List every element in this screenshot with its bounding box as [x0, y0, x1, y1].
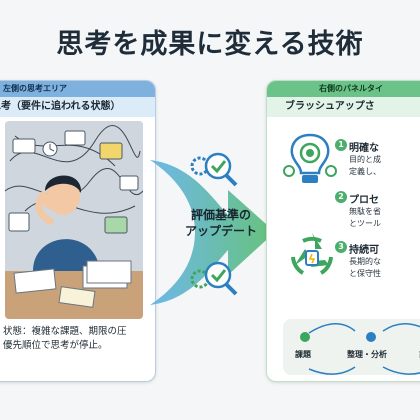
caption-line-2: 優先順位で思考が停止。: [3, 340, 108, 351]
caption-line-1: 状態：複雑な課題、期限の圧: [3, 326, 127, 337]
flow-step-2: 整理・分析: [347, 350, 387, 359]
left-panel-caption: 状態：複雑な課題、期限の圧 優先順位で思考が停止。: [3, 325, 153, 353]
page-title: 思考を成果に変える技術: [56, 29, 364, 60]
item-desc: 長期的な: [349, 257, 381, 266]
left-panel-subtitle: 思考（要件に追われる状態）: [0, 97, 155, 117]
item-heading: プロセ: [349, 195, 379, 206]
gear-check-icon: [188, 148, 240, 192]
item-heading: 明確な: [349, 143, 379, 154]
left-panel: 左側の思考エリア 思考（要件に追われる状態）: [0, 80, 156, 382]
list-item: 2 プロセ 無駄を省 とツール: [335, 191, 420, 230]
recycle-icon: [285, 227, 339, 285]
stressed-person-illustration: [5, 121, 143, 319]
item-number: 3: [335, 241, 347, 253]
flow-step-1: 課題: [295, 350, 311, 359]
right-panel-header: 右側のパネルタイ: [267, 81, 420, 97]
item-desc: 無駄を省: [349, 207, 381, 216]
process-flow: 課題 整理・分析 計画: [283, 319, 420, 375]
center-label: 評価基準の アップデート: [176, 207, 266, 239]
right-panel: 右側のパネルタイ ブラッシュアップさ 1 明確な 目的と成 定義し、 2: [266, 80, 420, 382]
item-number: 2: [335, 191, 347, 203]
lightbulb-target-icon: [281, 127, 339, 193]
item-desc: 定義し、: [349, 167, 381, 176]
list-item: 3 持続可 長期的な と保守性: [335, 241, 420, 280]
item-desc: と保守性: [349, 269, 381, 278]
list-item: 1 明確な 目的と成 定義し、: [335, 139, 420, 178]
gear-search-icon: [188, 255, 240, 303]
right-panel-subtitle: ブラッシュアップさ: [267, 97, 420, 117]
item-heading: 持続可: [349, 245, 379, 256]
center-label-line-2: アップデート: [184, 224, 257, 238]
center-label-line-1: 評価基準の: [190, 208, 251, 222]
item-number: 1: [335, 139, 347, 151]
item-desc: とツール: [349, 219, 381, 228]
transition-arrow: [150, 135, 275, 325]
item-desc: 目的と成: [349, 155, 381, 164]
left-panel-header: 左側の思考エリア: [0, 81, 155, 97]
